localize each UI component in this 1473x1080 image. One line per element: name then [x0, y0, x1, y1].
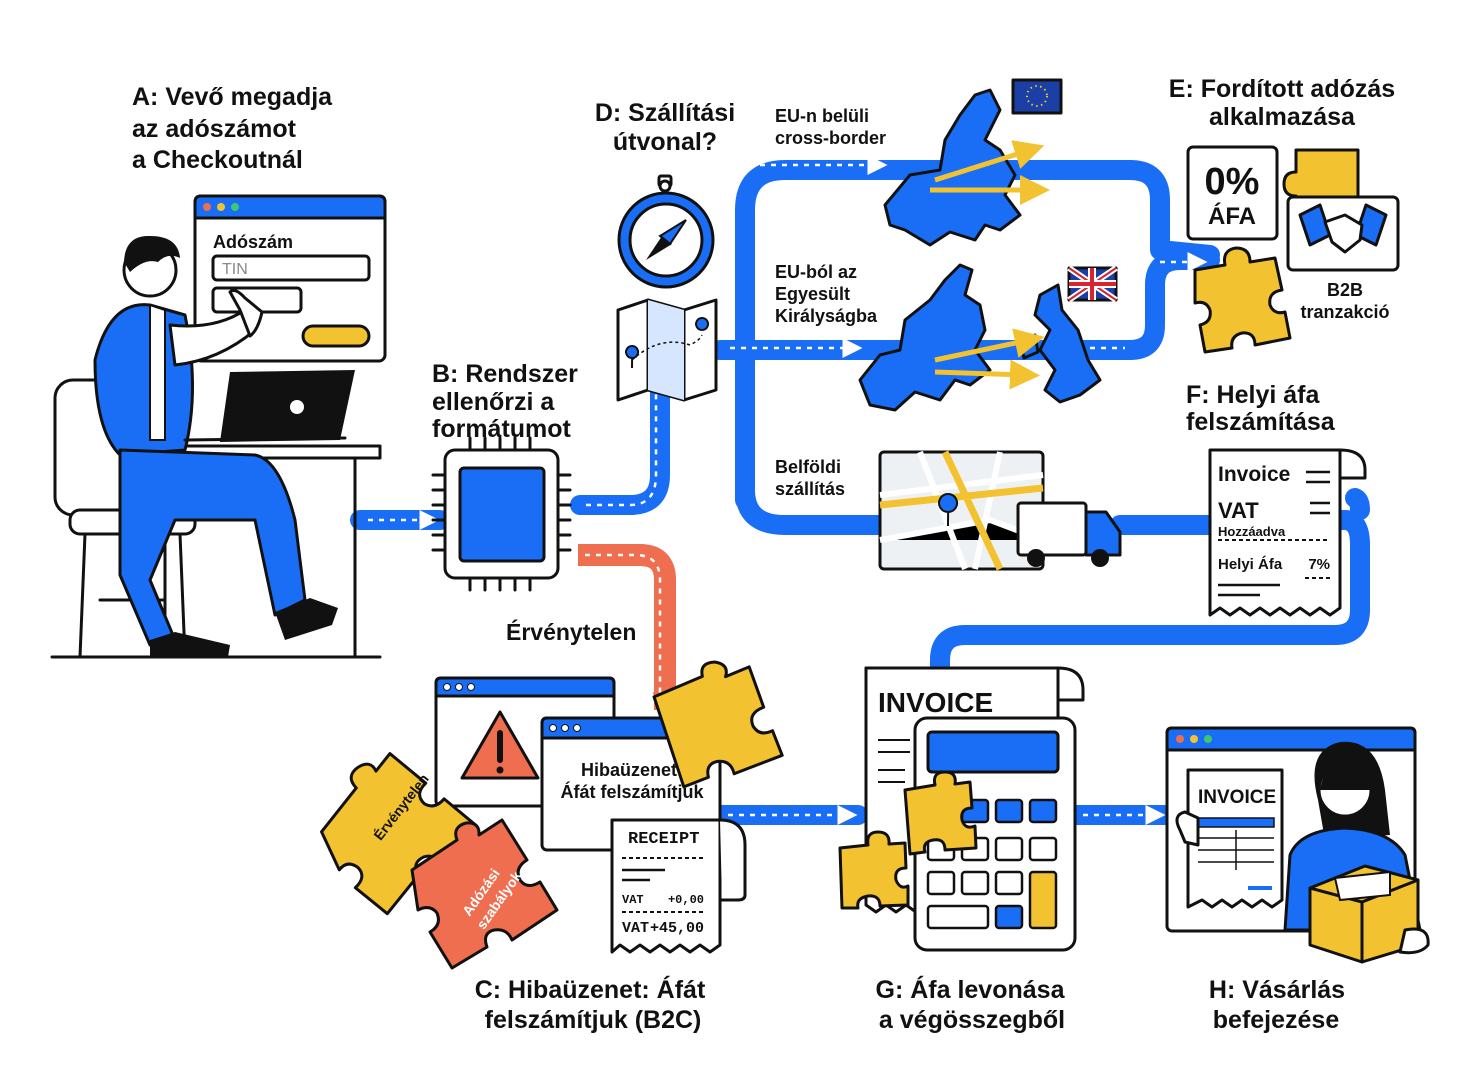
receipt-row2-label: VAT [622, 920, 649, 937]
route-domestic-line2: szállítás [775, 479, 845, 499]
route-intra-eu-line1: EU-n belüli [775, 106, 869, 126]
step-b-line2: ellenőrzi a [432, 388, 555, 416]
step-e-line1: E: Fordított adózás [1169, 75, 1395, 103]
receipt-row1-label: VAT [622, 893, 644, 907]
person-laptop-icon [50, 194, 387, 659]
receipt-title: RECEIPT [628, 830, 699, 849]
chip-icon [431, 436, 572, 592]
route-eu-uk-line2: Egyesült [775, 284, 850, 304]
step-a-line3: a Checkoutnál [132, 146, 303, 174]
b2b-line2: tranzakció [1300, 302, 1389, 322]
h-invoice [1175, 768, 1284, 909]
invalid-path [578, 544, 676, 710]
eu-uk-map-icon [858, 263, 1102, 412]
handshake-icon [1286, 195, 1400, 272]
local-invoice-added: Hozzáadva [1218, 524, 1286, 539]
receipt-row2-value: +45,00 [650, 920, 704, 937]
vat-abbrev: ÁFA [1208, 202, 1256, 230]
tin-input[interactable] [211, 254, 371, 282]
local-invoice [1208, 448, 1367, 617]
error-line1: Hibaüzenet: [581, 760, 683, 780]
receipt-row1-value: +0,00 [668, 893, 704, 907]
step-c-line1: C: Hibaüzenet: Áfát [475, 975, 706, 1004]
step-b-line1: B: Rendszer [432, 360, 578, 388]
step-h-line1: H: Vásárlás [1209, 976, 1345, 1004]
eu-flag-icon [1011, 78, 1063, 115]
local-invoice-vat: VAT [1218, 498, 1259, 523]
package-icon [1308, 864, 1430, 964]
tin-placeholder: TIN [222, 261, 248, 278]
step-f-line2: felszámítása [1186, 408, 1336, 436]
zero-vat-card [1186, 145, 1279, 241]
warning-icon [460, 710, 540, 780]
invalid-label: Érvénytelen [506, 618, 636, 645]
b2b-line1: B2B [1327, 280, 1363, 300]
receipt [610, 818, 747, 954]
puzzle-icon [320, 660, 784, 970]
route-intra-eu-line2: cross-border [775, 128, 886, 148]
route-eu-uk-line3: Királyságba [775, 306, 878, 326]
step-e-line2: alkalmazása [1209, 103, 1356, 131]
h-invoice-title: INVOICE [1198, 787, 1276, 808]
g-invoice-title: INVOICE [878, 687, 993, 718]
step-d-line1: D: Szállítási [595, 99, 735, 127]
local-vat-label: Helyi Áfa [1218, 556, 1283, 573]
compass-icon [617, 174, 715, 289]
step-d-line2: útvonal? [613, 128, 717, 156]
tax-id-label: Adószám [213, 232, 293, 252]
uk-flag-icon [1067, 265, 1118, 303]
local-invoice-title: Invoice [1218, 463, 1290, 486]
local-vat-rate: 7% [1308, 556, 1330, 573]
route-domestic-line1: Belföldi [775, 457, 841, 477]
error-line2: Áfát felszámítjuk [560, 781, 704, 802]
city-map-icon [878, 450, 1045, 571]
calculator-icon [838, 716, 1077, 952]
step-g-line2: a végösszegből [879, 1006, 1065, 1034]
step-a-line2: az adószámot [132, 115, 297, 143]
step-g-line1: G: Áfa levonása [876, 975, 1066, 1004]
route-eu-uk-line1: EU-ból az [775, 262, 857, 282]
eu-map-icon [883, 88, 1050, 247]
step-f-line1: F: Helyi áfa [1186, 381, 1320, 409]
zero-rate: 0% [1205, 161, 1260, 203]
map-icon [616, 298, 718, 402]
step-b-line3: formátumot [432, 415, 572, 443]
submit-button[interactable] [301, 324, 371, 348]
step-c-line2: felszámítjuk (B2C) [485, 1006, 702, 1034]
truck-icon [1016, 501, 1122, 567]
step-h-line2: befejezése [1213, 1006, 1340, 1034]
step-a-line1: A: Vevő megadja [132, 83, 333, 111]
